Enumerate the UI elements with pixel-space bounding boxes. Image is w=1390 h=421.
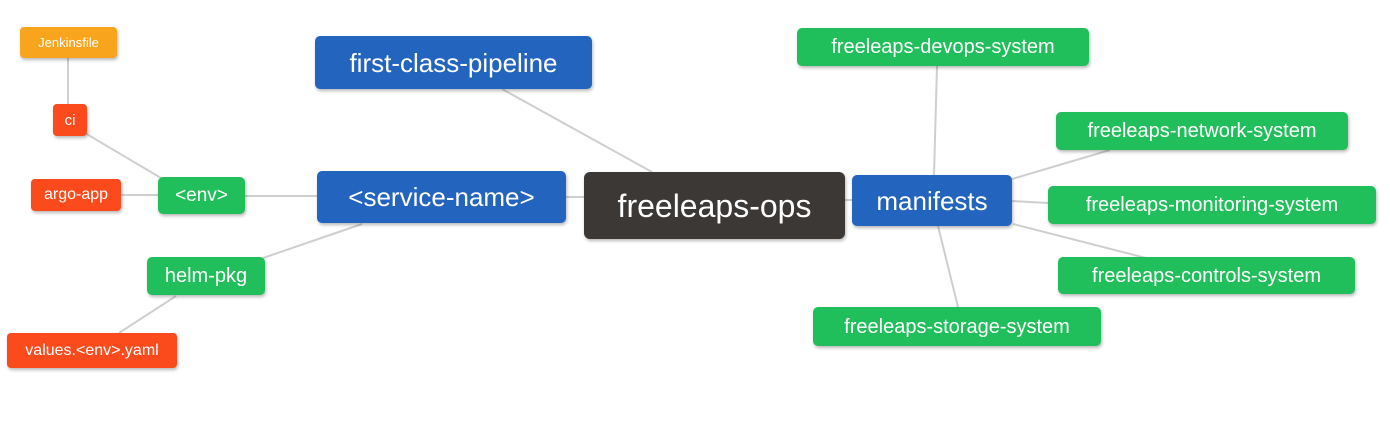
node-freeleaps-storage-system[interactable]: freeleaps-storage-system <box>813 307 1101 346</box>
node-freeleaps-ops-root[interactable]: freeleaps-ops <box>584 172 845 239</box>
node-jenkinsfile[interactable]: Jenkinsfile <box>20 27 117 58</box>
edge-helm-pkg-service-name <box>262 223 363 259</box>
edge-values-env-yaml-helm-pkg <box>118 295 177 334</box>
node-argo-app[interactable]: argo-app <box>31 179 121 211</box>
edge-manifests-controls-system <box>1012 223 1147 259</box>
node-freeleaps-devops-system[interactable]: freeleaps-devops-system <box>797 28 1089 66</box>
edge-ci-env <box>84 132 167 182</box>
edge-first-class-pipeline-ops <box>501 88 653 173</box>
node-freeleaps-network-system[interactable]: freeleaps-network-system <box>1056 112 1348 150</box>
node-service-name[interactable]: <service-name> <box>317 171 566 223</box>
node-freeleaps-monitoring-system[interactable]: freeleaps-monitoring-system <box>1048 186 1376 224</box>
edge-manifests-network-system <box>1011 149 1111 180</box>
edge-manifests-devops-system <box>933 65 938 176</box>
edge-manifests-monitoring-system <box>1011 200 1049 204</box>
node-manifests[interactable]: manifests <box>852 175 1012 226</box>
node-values-env-yaml[interactable]: values.<env>.yaml <box>7 333 177 368</box>
edge-manifests-storage-system <box>937 225 959 308</box>
node-ci[interactable]: ci <box>53 104 87 136</box>
node-freeleaps-controls-system[interactable]: freeleaps-controls-system <box>1058 257 1355 294</box>
node-helm-pkg[interactable]: helm-pkg <box>147 257 265 295</box>
node-first-class-pipeline[interactable]: first-class-pipeline <box>315 36 592 89</box>
node-env[interactable]: <env> <box>158 177 245 214</box>
